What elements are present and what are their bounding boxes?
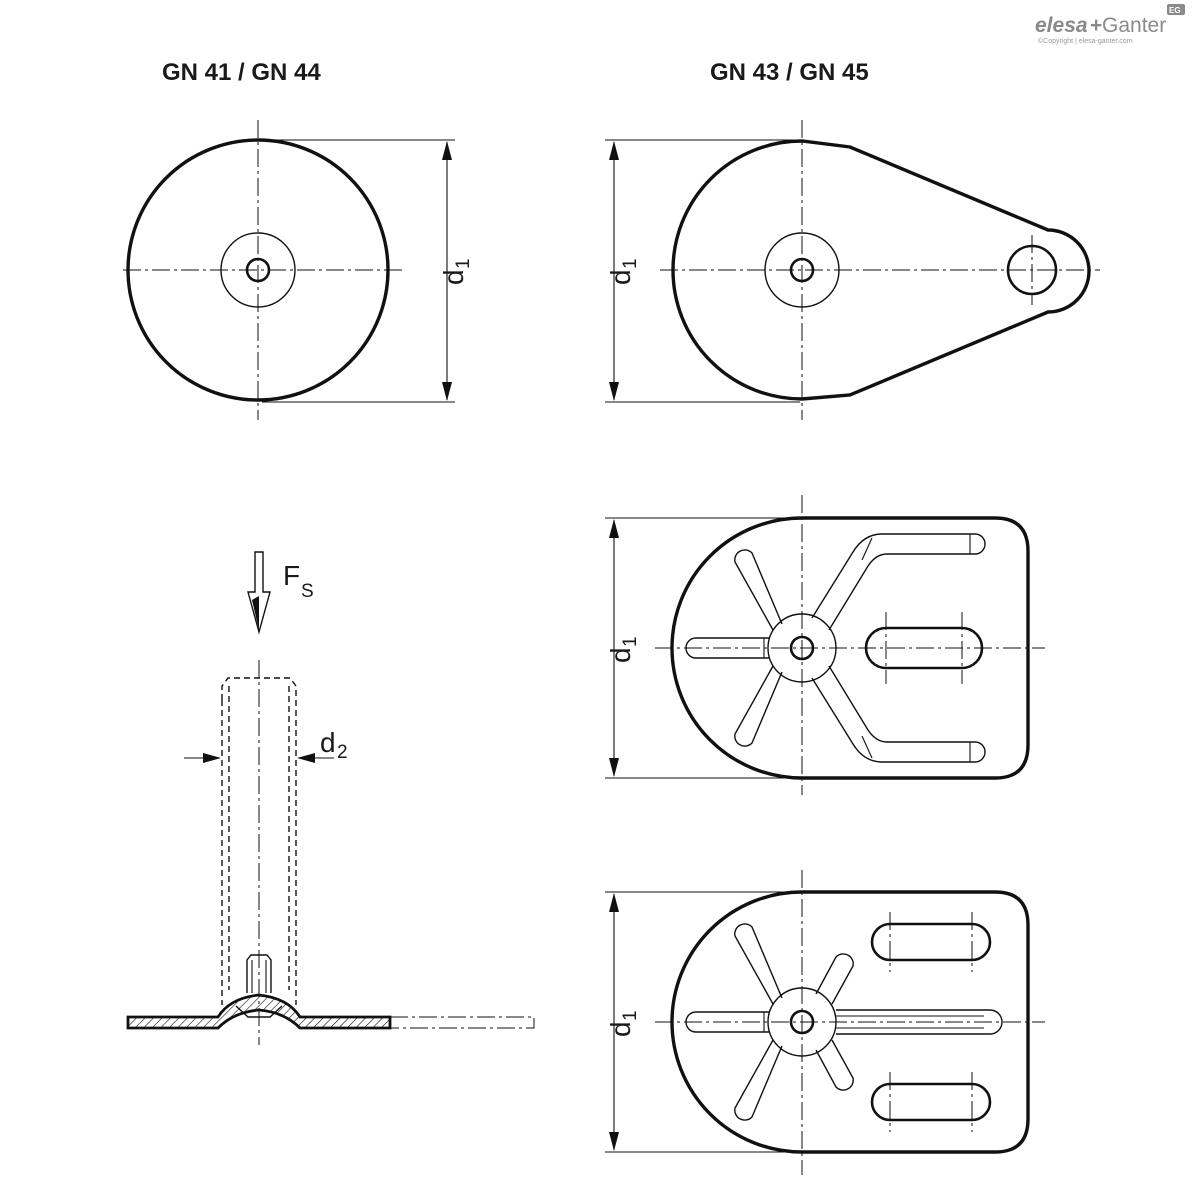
- arrow-down-icon: [609, 1132, 619, 1151]
- force-arrow-icon: [247, 551, 271, 635]
- arrow-left-icon: [297, 753, 315, 763]
- svg-text:S: S: [301, 581, 314, 602]
- arrow-up-icon: [609, 519, 619, 538]
- rib-upper-right: [811, 533, 986, 631]
- view-teardrop-base: d 1: [605, 120, 1100, 420]
- logo-copyright: ©Copyright | elesa-ganter.com: [1038, 37, 1133, 45]
- svg-text:d: d: [605, 647, 636, 663]
- rib-bend-line: [861, 537, 873, 561]
- svg-text:1: 1: [620, 258, 641, 269]
- label-d1: d 1: [605, 1010, 641, 1037]
- rib-bend-line: [861, 735, 873, 759]
- label-d1: d 1: [438, 258, 474, 285]
- threaded-stud: [246, 954, 272, 993]
- alternate-outline: [390, 1016, 535, 1029]
- svg-text:1: 1: [620, 1010, 641, 1021]
- brand-logo: elesa + Ganter EG ©Copyright | elesa-gan…: [1035, 4, 1185, 45]
- svg-text:2: 2: [337, 742, 348, 763]
- rib-upper-left: [734, 549, 783, 631]
- logo-badge: [1167, 4, 1185, 15]
- force-arrow-fill: [252, 596, 259, 630]
- svg-text:d: d: [320, 727, 336, 758]
- rib-lower-right: [815, 1039, 854, 1091]
- rib-lower-left: [734, 665, 783, 747]
- title-gn41-gn44: GN 41 / GN 44: [162, 59, 321, 86]
- logo-plus: +: [1090, 14, 1102, 37]
- ribbed-base-2-slot-bottom: [870, 1082, 992, 1122]
- arrow-down-icon: [609, 758, 619, 777]
- label-d1: d 1: [605, 258, 641, 285]
- label-d2: d 2: [320, 727, 348, 763]
- arrow-up-icon: [609, 893, 619, 912]
- logo-badge-text: EG: [1169, 6, 1181, 15]
- arrow-up-icon: [609, 141, 619, 160]
- rib-upper-right: [815, 953, 854, 1005]
- arrow-down-icon: [442, 382, 452, 401]
- view-ribbed-base-1: d 1: [605, 495, 1045, 795]
- view-side-section: F S d 2: [126, 551, 535, 1045]
- logo-elesa: elesa: [1035, 14, 1088, 37]
- svg-text:d: d: [605, 269, 636, 285]
- svg-text:d: d: [438, 269, 469, 285]
- rib-lower-left: [734, 1039, 783, 1121]
- svg-text:d: d: [605, 1021, 636, 1037]
- label-d1: d 1: [605, 636, 641, 663]
- stud-seat: [235, 1005, 283, 1018]
- svg-text:1: 1: [620, 636, 641, 647]
- ribbed-base-2-outline: [670, 890, 1030, 1154]
- ribbed-base-2-slot-top: [870, 922, 992, 962]
- arrow-up-icon: [442, 141, 452, 160]
- svg-text:F: F: [283, 560, 300, 591]
- logo-ganter: Ganter: [1102, 14, 1166, 37]
- view-ribbed-base-2: d 1: [605, 870, 1045, 1175]
- view-round-base: d 1: [123, 120, 474, 420]
- label-force: F S: [283, 560, 314, 602]
- teardrop-base-outline: [671, 139, 1091, 401]
- svg-text:1: 1: [453, 258, 474, 269]
- arrow-right-icon: [203, 753, 221, 763]
- title-gn43-gn45: GN 43 / GN 45: [710, 59, 869, 86]
- rib-lower-right: [811, 665, 986, 763]
- ribbed-base-1-outline: [670, 516, 1030, 780]
- arrow-down-icon: [609, 382, 619, 401]
- rib-upper-left: [734, 923, 783, 1005]
- spindle-top: [221, 677, 297, 700]
- rib-right-long: [836, 1009, 1003, 1035]
